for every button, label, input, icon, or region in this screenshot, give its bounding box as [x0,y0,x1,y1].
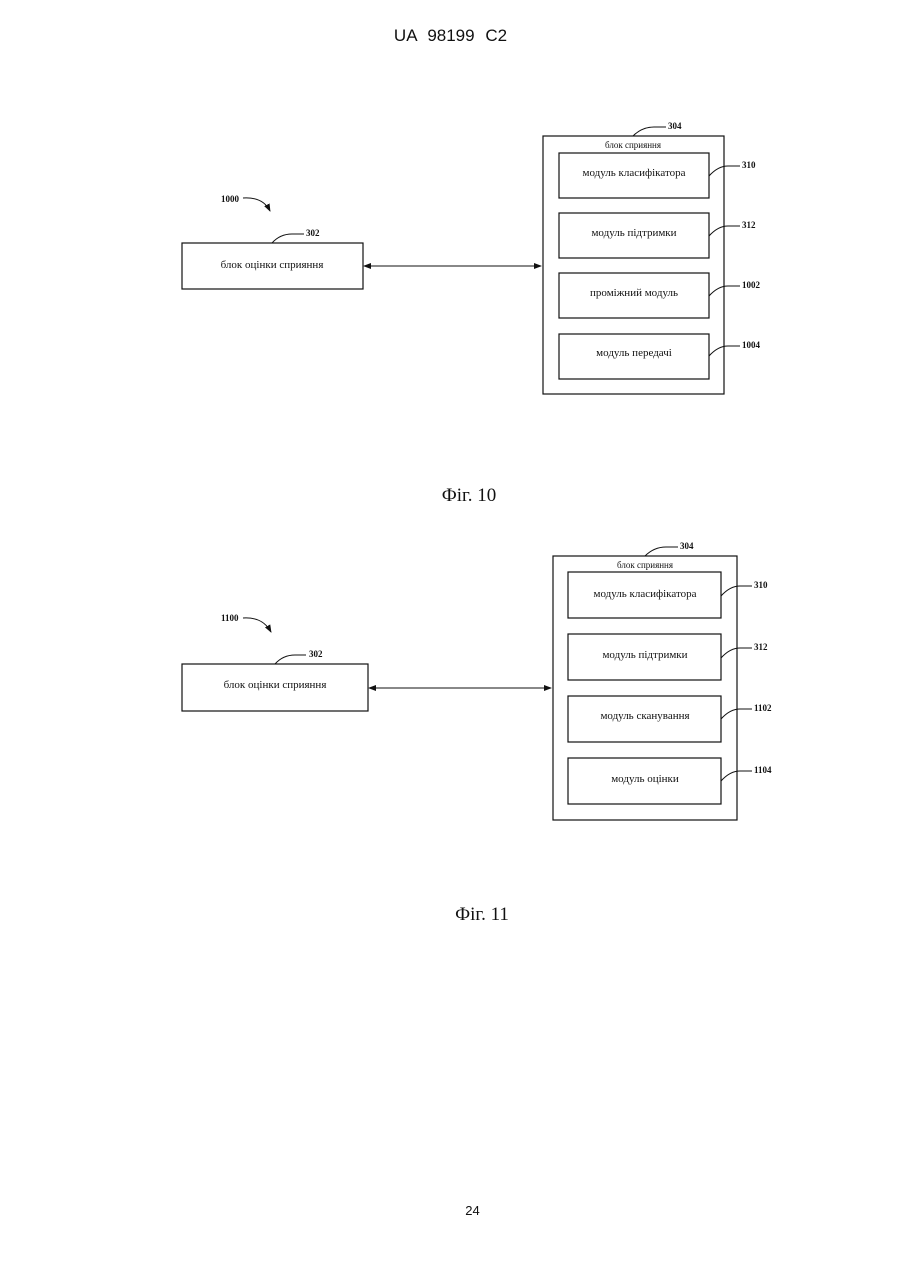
assessment-ref-label: 302 [309,649,323,659]
module-ref-label: 310 [742,160,756,170]
module-ref-label: 1002 [742,280,761,290]
module-label: модуль підтримки [591,227,676,239]
module-ref-label: 1104 [754,765,772,775]
assessment-block-label: блок оцінки сприяння [221,259,324,271]
assessment-ref-leader [272,234,304,243]
figure-caption: Фіг. 10 [442,485,496,506]
module-ref-label: 312 [754,642,768,652]
module-ref-label: 1004 [742,340,761,350]
module-label: модуль підтримки [602,649,687,661]
figure-11: 1100 блок оцінки сприяння 302 блок сприя… [182,541,772,925]
assessment-block-label: блок оцінки сприяння [224,679,327,691]
module-label: модуль класифікатора [593,588,696,600]
module-label: модуль оцінки [611,773,679,785]
module-label: модуль передачі [596,347,672,359]
module-label: модуль сканування [600,710,689,722]
module-label: проміжний модуль [590,287,678,299]
page-number: 24 [0,1203,901,1218]
module-ref-label: 1102 [754,703,772,713]
container-label: блок сприяння [605,140,661,150]
container-ref-leader [633,127,666,136]
assessment-ref-label: 302 [306,228,320,238]
system-ref-leader [243,198,270,211]
system-ref-label: 1000 [221,194,240,204]
container-label: блок сприяння [617,560,673,570]
assessment-ref-leader [275,655,306,664]
container-ref-label: 304 [668,121,682,131]
module-ref-label: 312 [742,220,756,230]
module-label: модуль класифікатора [582,167,685,179]
figure-10: 1000 блок оцінки сприяння 302 блок сприя… [182,121,761,506]
module-ref-label: 310 [754,580,768,590]
container-ref-leader [645,547,678,556]
system-ref-leader [243,618,271,632]
system-ref-label: 1100 [221,613,239,623]
container-ref-label: 304 [680,541,694,551]
figure-caption: Фіг. 11 [455,904,509,925]
